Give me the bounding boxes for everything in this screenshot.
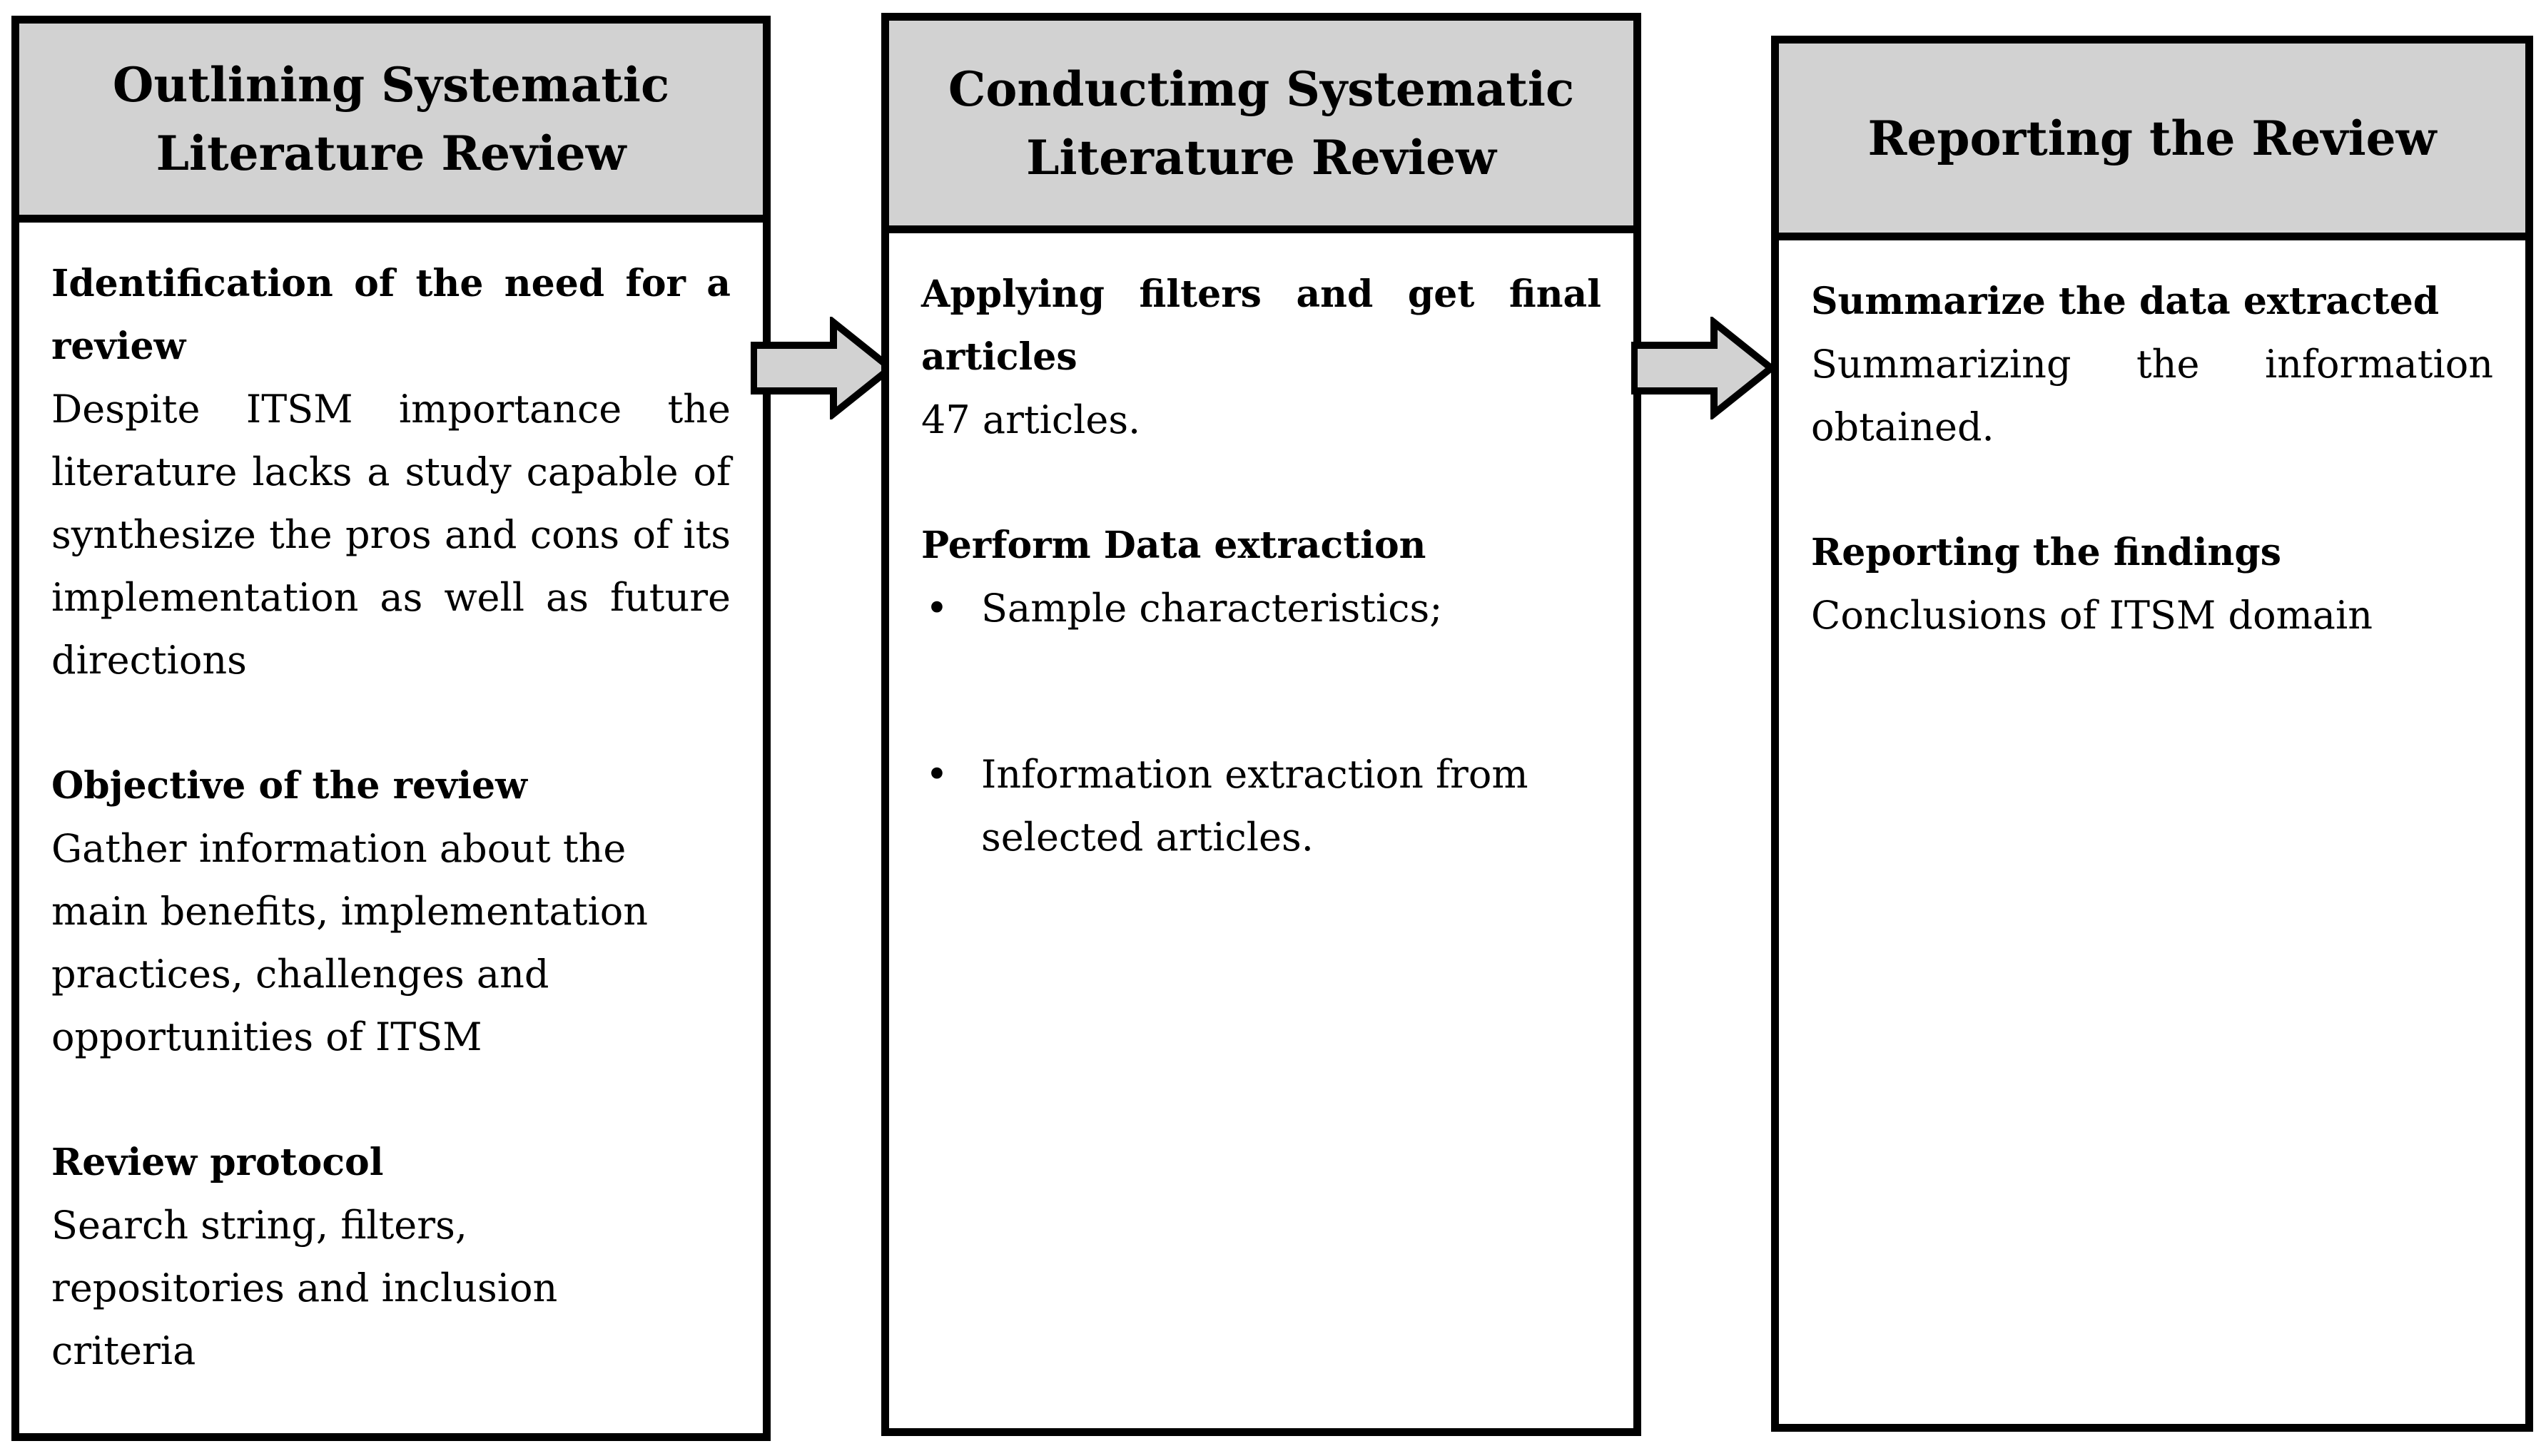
column-outlining-header: Outlining Systematic Literature Review (19, 24, 763, 223)
section-objective: Objective of the review Gather informati… (51, 755, 731, 1069)
column-reporting-body: Summarize the data extracted Summarizing… (1779, 240, 2525, 647)
column-outlining-title: Outlining Systematic Literature Review (112, 57, 670, 181)
column-reporting-header: Reporting the Review (1779, 44, 2525, 240)
column-conducting: Conductimg Systematic Literature Review … (881, 13, 1641, 1436)
list-item: • Information extraction from selected a… (921, 743, 1601, 869)
section-text: Summarizing the information obtained. (1811, 342, 2493, 449)
list-item-text: Sample characteristics; (981, 586, 1443, 631)
section-identification-need: Identification of the need for a review … (51, 253, 731, 692)
flow-arrow-icon (1631, 317, 1774, 419)
column-conducting-header: Conductimg Systematic Literature Review (889, 21, 1633, 233)
column-reporting: Reporting the Review Summarize the data … (1771, 36, 2533, 1432)
column-outlining: Outlining Systematic Literature Review I… (11, 16, 771, 1441)
column-reporting-title: Reporting the Review (1867, 110, 2437, 166)
section-heading: Review protocol (51, 1141, 384, 1184)
bullet-icon: • (925, 752, 948, 797)
section-summarize-data: Summarize the data extracted Summarizing… (1811, 270, 2493, 459)
column-conducting-body: Applying filters and get final articles … (889, 233, 1633, 869)
section-text: Conclusions of ITSM domain (1811, 593, 2373, 638)
section-reporting-findings: Reporting the findings Conclusions of IT… (1811, 521, 2493, 647)
section-applying-filters: Applying filters and get final articles … (921, 263, 1601, 452)
section-review-protocol: Review protocol Search string, filters, … (51, 1131, 731, 1383)
data-extraction-list: • Sample characteristics; • Information … (921, 577, 1601, 869)
list-item: • Sample characteristics; (921, 577, 1601, 640)
section-text: Gather information about the main benefi… (51, 826, 648, 1059)
section-heading: Objective of the review (51, 764, 527, 808)
section-heading: Applying filters and get final articles (921, 273, 1601, 379)
section-text: Search string, filters, repositories and… (51, 1203, 558, 1373)
section-heading: Identification of the need for a review (51, 262, 731, 368)
flow-arrow-icon (751, 317, 893, 419)
bullet-icon: • (925, 586, 948, 631)
column-outlining-body: Identification of the need for a review … (19, 223, 763, 1383)
section-heading: Perform Data extraction (921, 524, 1426, 567)
section-text: Despite ITSM importance the literature l… (51, 387, 731, 683)
section-data-extraction: Perform Data extraction • Sample charact… (921, 514, 1601, 869)
section-text: 47 articles. (921, 397, 1141, 442)
section-heading: Reporting the findings (1811, 531, 2281, 574)
column-conducting-title: Conductimg Systematic Literature Review (948, 61, 1575, 185)
list-item-text: Information extraction from selected art… (981, 752, 1528, 860)
section-heading: Summarize the data extracted (1811, 280, 2440, 323)
